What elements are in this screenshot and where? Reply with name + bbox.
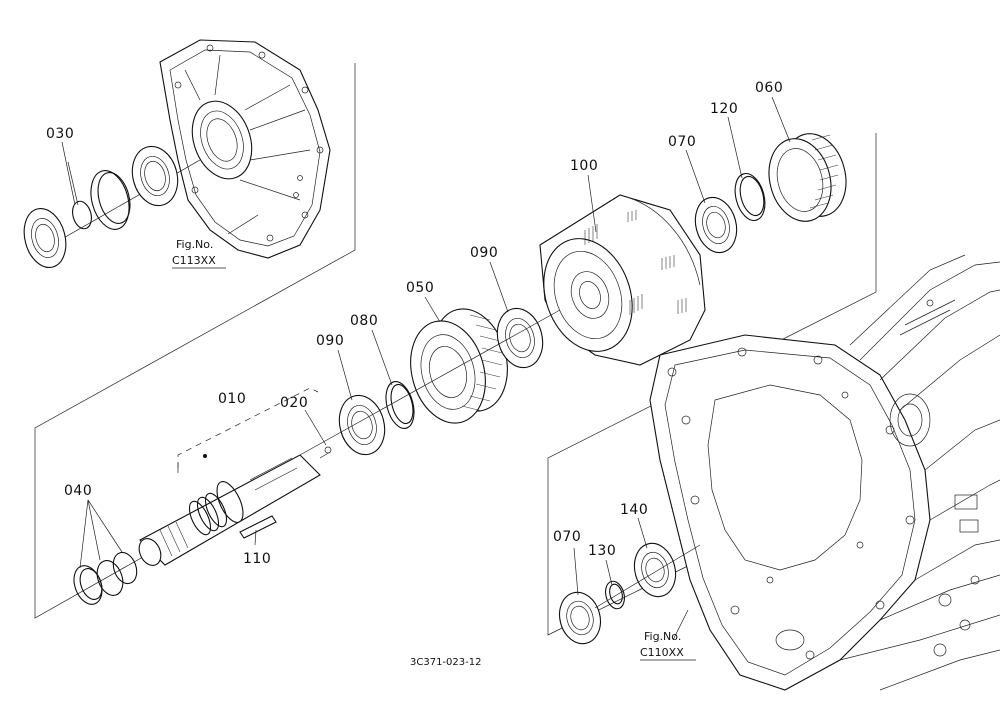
- upper-reference-frame: [34, 63, 356, 619]
- callout-040: 040: [64, 483, 92, 499]
- callout-100: 100: [570, 158, 598, 174]
- callout-070-upper: 070: [668, 134, 696, 150]
- callout-140: 140: [620, 502, 648, 518]
- callout-060: 060: [755, 80, 783, 96]
- part-070-bearing-upper: [694, 196, 738, 254]
- figref-lower-label: Fig.No.: [644, 630, 681, 643]
- part-010-shaft: [138, 446, 332, 566]
- leader-lines: [61, 96, 791, 641]
- part-070-bearing-lower: [558, 591, 602, 645]
- part-040-rings: [73, 551, 138, 605]
- callout-120: 120: [710, 101, 738, 117]
- figref-upper-code: C113XX: [172, 254, 216, 267]
- figref-lower: Fig.No. C110XX: [640, 630, 696, 661]
- part-120-snap-ring: [734, 172, 766, 222]
- callout-130: 130: [588, 543, 616, 559]
- part-090-bearing-upper: [496, 307, 544, 369]
- part-140-bearing: [633, 542, 677, 598]
- callout-030: 030: [46, 126, 74, 142]
- part-010-bracket: [177, 387, 319, 473]
- figref-upper-label: Fig.No.: [176, 238, 213, 251]
- callout-090-upper: 090: [470, 245, 498, 261]
- upper-housing-cover: [159, 39, 331, 259]
- part-090-bearing-lower: [338, 394, 386, 456]
- figref-upper: Fig.No. C113XX: [172, 238, 226, 269]
- part-080-snap-ring: [385, 381, 415, 429]
- callout-090-lower: 090: [316, 333, 344, 349]
- callout-080: 080: [350, 313, 378, 329]
- figref-lower-code: C110XX: [640, 646, 684, 659]
- part-060-gear: [768, 133, 847, 222]
- callout-020: 020: [280, 395, 308, 411]
- part-110-key: [239, 515, 277, 539]
- callout-010: 010: [218, 391, 246, 407]
- callout-070-lower: 070: [553, 529, 581, 545]
- part-030-seal-assembly: [23, 145, 179, 268]
- callout-110: 110: [243, 551, 271, 567]
- part-100-clutch-drum: [539, 194, 706, 366]
- lower-transmission-housing: [649, 254, 1000, 691]
- drawing-code: 3C371-023-12: [410, 657, 481, 668]
- callout-050: 050: [406, 280, 434, 296]
